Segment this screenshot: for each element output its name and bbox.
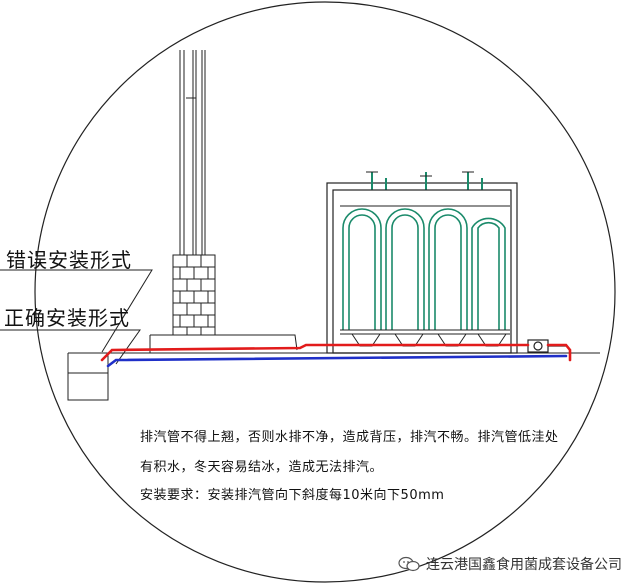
- chimney-pipes: [179, 50, 206, 255]
- label-correct-installation: 正确安装形式: [4, 306, 130, 330]
- coil-headers: [340, 205, 510, 335]
- label-wrong-installation: 错误安装形式: [6, 248, 132, 272]
- brick-wall: [172, 254, 216, 336]
- top-valve-caps: [366, 171, 492, 191]
- note-line-3: 安装要求：安装排汽管向下斜度每10米向下50mm: [140, 488, 445, 503]
- drain-pit: [67, 353, 109, 401]
- top-valves: [371, 172, 483, 190]
- equipment-housing: [326, 182, 518, 354]
- wrong-pipe: [100, 343, 572, 362]
- wechat-icon: [398, 556, 420, 572]
- label-leaders: [0, 269, 153, 365]
- watermark-text: 连云港国鑫食用菌成套设备公司: [426, 557, 622, 573]
- watermark: 连云港国鑫食用菌成套设备公司: [398, 554, 622, 574]
- note-line-2: 有积水，冬天容易结冰，造成无法排汽。: [140, 460, 384, 475]
- correct-pipe: [106, 354, 568, 368]
- circle-frame: [34, 1, 616, 583]
- note-line-1: 排汽管不得上翘，否则水排不净，造成背压，排汽不畅。排汽管低洼处: [140, 430, 559, 445]
- coil-arches: [342, 208, 506, 330]
